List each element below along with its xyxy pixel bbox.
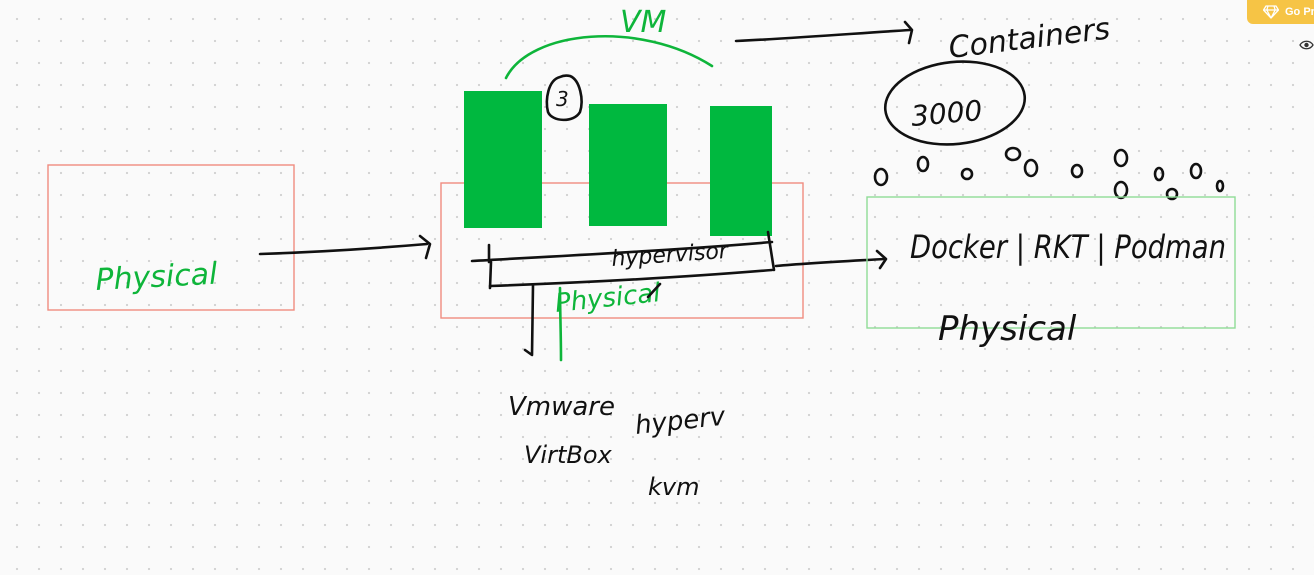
type1-hypervisor-1: hyperv <box>634 402 728 441</box>
container-dot <box>1113 148 1129 168</box>
eye-icon[interactable] <box>1299 38 1314 52</box>
left-box-label: Physical <box>95 257 219 298</box>
go-pro-label: Go Pro <box>1285 6 1314 18</box>
container-dot <box>1189 162 1203 180</box>
container-dot <box>1153 166 1165 182</box>
middle-physical-label: Physical <box>554 278 663 319</box>
container-dot <box>1113 180 1129 200</box>
container-runtimes: Docker | RKT | Podman <box>910 228 1226 266</box>
vm-block-1[interactable] <box>464 91 542 228</box>
container-dot <box>1004 146 1022 162</box>
container-dots <box>873 146 1225 201</box>
physical-box-left[interactable] <box>47 164 295 311</box>
diamond-icon <box>1263 5 1279 19</box>
hypervisor-layer[interactable] <box>470 230 776 290</box>
physical-box-right[interactable] <box>866 196 1236 329</box>
container-dot <box>1165 187 1179 201</box>
vm-block-2[interactable] <box>589 104 667 226</box>
vm-title: VM <box>620 5 667 40</box>
container-dot <box>1215 179 1225 193</box>
container-dot <box>873 167 889 187</box>
right-physical-label: Physical <box>938 309 1077 349</box>
containers-count: 3000 <box>910 94 984 133</box>
arrow-vm-to-containers[interactable] <box>734 20 914 45</box>
hypervisor-tick <box>646 282 662 299</box>
vm-count-badge: 3 <box>545 74 583 122</box>
container-dot <box>1070 163 1084 179</box>
physical-stem-line <box>558 286 563 362</box>
vm-block-3[interactable] <box>710 106 772 236</box>
type2-hypervisor-1: Vmware <box>508 392 615 422</box>
vm-bracket-curve <box>504 34 714 80</box>
hypervisor-drop-arrow <box>523 283 535 357</box>
containers-title: Containers <box>947 11 1112 66</box>
hypervisor-label: hypervisor <box>611 239 731 272</box>
container-dot <box>1023 158 1039 178</box>
type2-hypervisor-2: VirtBox <box>524 441 613 469</box>
go-pro-button[interactable]: Go Pro <box>1247 0 1314 24</box>
containers-count-ellipse <box>883 60 1027 146</box>
arrow-left-to-middle[interactable] <box>258 234 432 260</box>
container-dot <box>916 155 930 173</box>
container-dot <box>960 167 974 181</box>
arrow-middle-to-right[interactable] <box>774 249 888 270</box>
vm-count: 3 <box>556 87 569 111</box>
type1-hypervisor-2: kvm <box>648 473 699 501</box>
